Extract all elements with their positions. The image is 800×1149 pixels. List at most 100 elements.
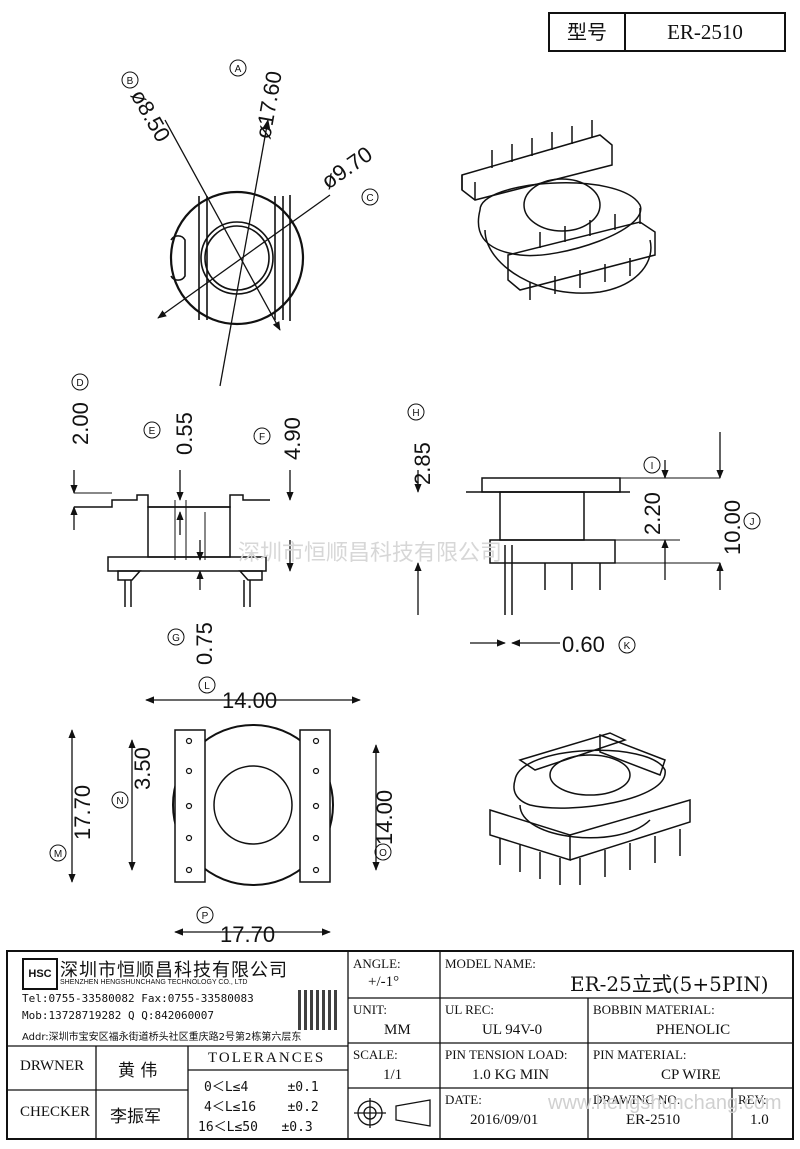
technical-drawing: ø17.60 ø8.50 ø9.70 2.00 0.55 4.90 0.75 2… xyxy=(49,59,761,947)
svg-text:K: K xyxy=(624,641,631,652)
pin-tension-label: PIN TENSION LOAD: xyxy=(445,1047,568,1062)
dim-I: 2.20 xyxy=(640,492,665,535)
bobbin-material-value: PHENOLIC xyxy=(656,1022,731,1038)
callout-A: A xyxy=(229,59,247,77)
dim-D: 2.00 xyxy=(68,402,93,445)
svg-text:N: N xyxy=(116,796,123,807)
date-label: DATE: xyxy=(445,1092,482,1107)
dim-H: 2.85 xyxy=(410,442,435,485)
unit-label: UNIT: xyxy=(353,1002,388,1017)
dim-P: 17.70 xyxy=(220,922,275,947)
svg-text:O: O xyxy=(379,848,387,859)
qr-code xyxy=(298,990,338,1030)
ul-rec-label: UL REC: xyxy=(445,1002,494,1017)
callout-E: E xyxy=(143,421,161,439)
drawing-no-value: ER-2510 xyxy=(626,1112,681,1128)
dim-K: 0.60 xyxy=(562,632,605,657)
iso-view-bottom xyxy=(489,732,691,885)
company-name-cn: 深圳市恒顺昌科技有限公司 xyxy=(60,960,288,981)
title-block: HSC 深圳市恒顺昌科技有限公司 SHENZHEN HENGSHUNCHANG … xyxy=(6,950,794,1140)
date-value: 2016/09/01 xyxy=(470,1112,539,1128)
callout-B: B xyxy=(121,71,139,89)
projection-symbol xyxy=(354,1098,431,1128)
angle-label: ANGLE: xyxy=(353,956,401,971)
svg-text:L: L xyxy=(204,681,210,692)
svg-text:A: A xyxy=(235,64,242,75)
title-block-grid xyxy=(8,952,792,1138)
svg-text:M: M xyxy=(54,849,62,860)
svg-text:J: J xyxy=(750,517,755,528)
top-view xyxy=(157,119,331,387)
svg-text:I: I xyxy=(651,461,654,472)
callout-K: K xyxy=(618,636,636,654)
tolerance-row-1: 0＜L≤4 ±0.1 xyxy=(204,1080,319,1095)
model-name-label: MODEL NAME: xyxy=(445,956,536,971)
bobbin-material-label: BOBBIN MATERIAL: xyxy=(593,1002,715,1017)
company-address: Addr:深圳市宝安区福永街道桥头社区重庆路2号第2栋第六层东 xyxy=(22,1032,302,1043)
callout-G: G xyxy=(167,628,185,646)
dim-B: ø8.50 xyxy=(126,85,176,146)
callout-P: P xyxy=(196,906,214,924)
callout-L: L xyxy=(198,676,216,694)
pin-material-label: PIN MATERIAL: xyxy=(593,1047,687,1062)
dim-A: ø17.60 xyxy=(250,69,287,141)
dim-O: 14.00 xyxy=(372,790,397,845)
bottom-view xyxy=(68,696,380,936)
tolerance-row-2: 4＜L≤16 ±0.2 xyxy=(204,1100,319,1115)
checker-value: 李振军 xyxy=(110,1107,161,1127)
svg-text:C: C xyxy=(366,193,373,204)
callout-I: I xyxy=(643,456,661,474)
callout-J: J xyxy=(743,512,761,530)
dim-F: 4.90 xyxy=(280,417,305,460)
callout-O: O xyxy=(374,843,392,861)
tolerances-label: TOLERANCES xyxy=(208,1050,326,1066)
angle-value: +/-1° xyxy=(368,974,400,990)
dim-E: 0.55 xyxy=(172,412,197,455)
dim-M: 17.70 xyxy=(70,785,95,840)
side-view xyxy=(414,432,724,647)
callout-D: D xyxy=(71,373,89,391)
callout-M: M xyxy=(49,844,67,862)
callout-C: C xyxy=(361,188,379,206)
svg-text:B: B xyxy=(127,76,134,87)
model-number: ER-2510 xyxy=(667,20,743,44)
drawing-no-label: DRAWING NO: xyxy=(593,1092,681,1107)
rev-value: 1.0 xyxy=(750,1112,769,1128)
callout-H: H xyxy=(407,403,425,421)
scale-value: 1/1 xyxy=(383,1067,403,1083)
watermark: 深圳市恒顺昌科技有限公司 xyxy=(238,541,502,566)
svg-text:H: H xyxy=(412,408,419,419)
svg-text:P: P xyxy=(202,911,209,922)
ul-rec-value: UL 94V-0 xyxy=(482,1022,543,1038)
dim-G: 0.75 xyxy=(192,622,217,665)
svg-text:E: E xyxy=(149,426,156,437)
rev-label: REV: xyxy=(738,1092,767,1107)
dim-J: 10.00 xyxy=(720,500,745,555)
dim-L: 14.00 xyxy=(222,688,277,713)
scale-label: SCALE: xyxy=(353,1047,398,1062)
company-name-en: SHENZHEN HENGSHUNCHANG TECHNOLOGY CO., L… xyxy=(60,979,248,986)
iso-view-top xyxy=(461,120,656,300)
drawner-label: DRWNER xyxy=(20,1058,85,1074)
checker-label: CHECKER xyxy=(20,1104,91,1120)
watermark-url: www.hengshunchang.com xyxy=(548,1092,782,1114)
dim-N: 3.50 xyxy=(130,747,155,790)
unit-value: MM xyxy=(384,1022,411,1038)
svg-text:G: G xyxy=(172,633,180,644)
company-mob-qq: Mob:13728719282 Q Q:842060007 xyxy=(22,1009,215,1022)
svg-text:D: D xyxy=(76,378,83,389)
dim-C: ø9.70 xyxy=(317,141,377,194)
svg-text:F: F xyxy=(259,432,265,443)
tolerance-row-3: 16＜L≤50 ±0.3 xyxy=(198,1120,313,1135)
pin-tension-value: 1.0 KG MIN xyxy=(472,1067,550,1083)
header-box: 型号 ER-2510 xyxy=(548,12,786,52)
callout-N: N xyxy=(111,791,129,809)
callout-F: F xyxy=(253,427,271,445)
front-view xyxy=(70,470,294,607)
company-logo: HSC xyxy=(22,958,58,990)
drawner-value: 黄 伟 xyxy=(118,1061,158,1081)
company-tel-fax: Tel:0755-33580082 Fax:0755-33580083 xyxy=(22,992,254,1005)
model-name-value: ER-25立式(5+5PIN) xyxy=(570,972,769,996)
pin-material-value: CP WIRE xyxy=(661,1067,721,1083)
type-label: 型号 xyxy=(550,14,626,50)
